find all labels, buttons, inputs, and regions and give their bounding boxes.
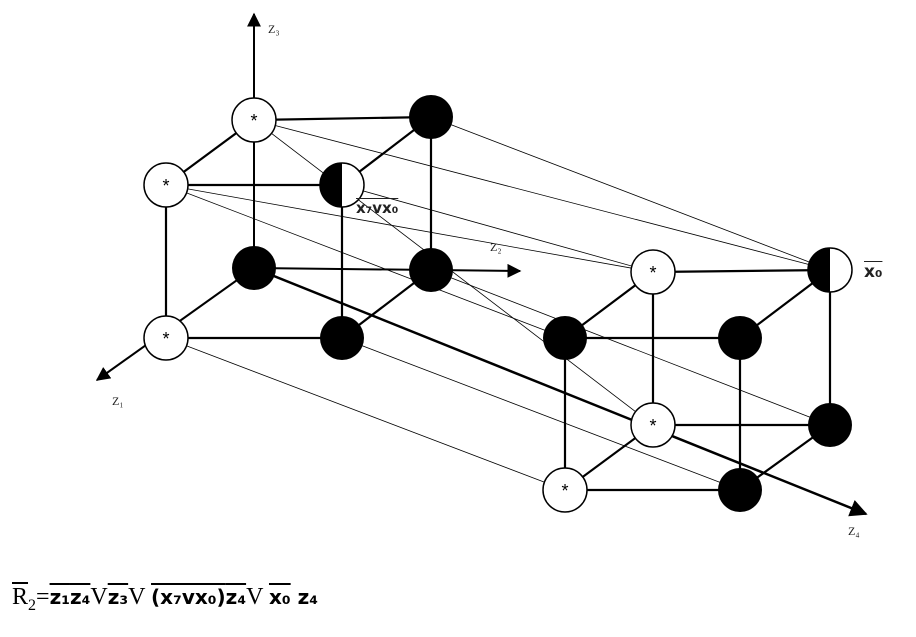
x7-or-x0-label: x₇vx₀: [356, 199, 399, 217]
node-right-bottom-back: *: [630, 402, 676, 448]
node-left-bottom-right-back: [409, 248, 453, 292]
formula-or-1: V: [90, 584, 108, 610]
node-marker: *: [561, 481, 568, 501]
node-left-top-back: *: [231, 97, 277, 143]
boolean-cube-diagram: * * * * * *: [95, 12, 868, 517]
formula-r: R: [12, 584, 29, 610]
node-left-top-right-back: [409, 95, 453, 139]
node-marker: *: [250, 111, 257, 131]
left-cube-edges: [164, 115, 433, 340]
node-marker: *: [162, 176, 169, 196]
node-right-bottom-right-front: [718, 468, 762, 512]
formula-term-z3: z₃: [107, 585, 129, 609]
node-left-bottom-back: [232, 246, 276, 290]
x0-label: x₀: [864, 262, 883, 282]
formula-eq: =: [36, 584, 50, 610]
formula-term-x0: x₀: [268, 585, 291, 609]
node-left-top-front: *: [143, 162, 189, 208]
formula-or-3: V: [246, 584, 269, 610]
node-left-bottom-right-front: [320, 316, 364, 360]
node-marker: *: [649, 263, 656, 283]
node-right-top-right-back-half: [807, 247, 853, 293]
formula-term-z4-b: z₄: [225, 585, 247, 609]
formula-or-2: V: [128, 584, 152, 610]
node-left-bottom-front: *: [143, 315, 189, 361]
formula-term-z1: z₁: [49, 585, 70, 609]
node-right-bottom-right-back: [808, 403, 852, 447]
right-cube-edges: [563, 268, 832, 492]
node-right-top-right-front: [718, 316, 762, 360]
z3-axis-label: Z₃: [268, 22, 280, 36]
z4-axis-label: Z₄: [848, 524, 860, 538]
node-marker: *: [162, 329, 169, 349]
node-right-bottom-front: *: [542, 467, 588, 513]
z1-axis-label: Z₁: [112, 394, 124, 408]
formula-r-sub: 2: [28, 596, 37, 614]
node-marker: *: [649, 416, 656, 436]
formula-term-x7x0: (x₇vx₀): [151, 585, 226, 609]
node-left-top-right-front-half: [319, 162, 365, 208]
formula-term-z4: z₄: [69, 585, 91, 609]
z2-axis-label: Z₂: [490, 240, 502, 254]
node-right-top-back: *: [630, 249, 676, 295]
node-right-top-front: [543, 316, 587, 360]
formula-term-z4-c: z₄: [290, 585, 319, 609]
connector-lines: [165, 116, 831, 491]
formula: R2=z₁z₄Vz₃V (x₇vx₀)z₄V x₀ z₄: [12, 584, 318, 615]
